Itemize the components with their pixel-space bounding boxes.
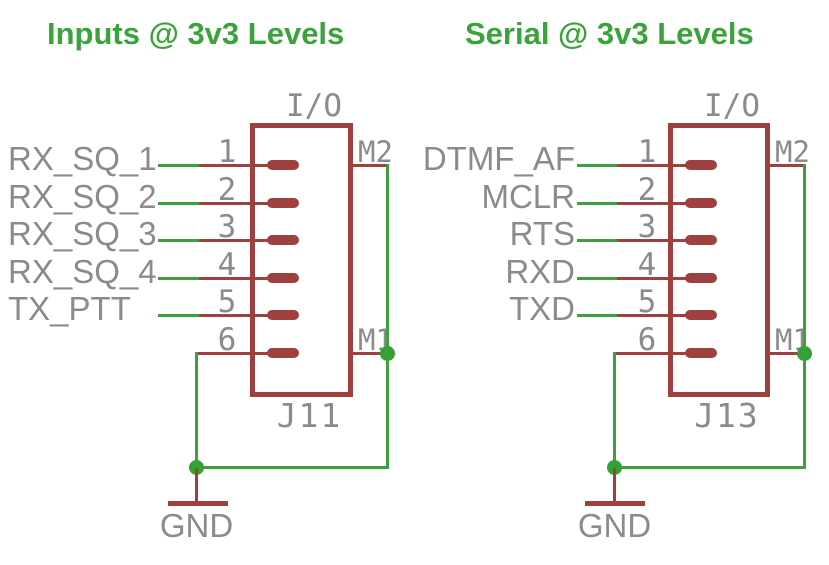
pin-line — [615, 202, 699, 205]
wire-stub — [158, 164, 199, 167]
wire-pin6-vertical — [195, 352, 198, 469]
net-label: TX_PTT — [8, 290, 131, 327]
pin-number: 6 — [217, 322, 237, 358]
connector-body — [250, 123, 353, 397]
pin-pad — [685, 273, 717, 283]
pin-line — [615, 352, 699, 355]
wire-bottom — [195, 466, 389, 469]
net-label: MCLR — [481, 178, 575, 215]
connector-part-name: I/O — [286, 88, 342, 124]
pin-pad — [685, 310, 717, 320]
mounting-pin-line — [770, 164, 806, 167]
pin-pad — [267, 160, 299, 170]
wire-stub — [577, 314, 617, 317]
pin-number: 3 — [637, 209, 657, 245]
pin-pad — [267, 310, 299, 320]
section-title: Inputs @ 3v3 Levels — [47, 16, 345, 51]
pin-line — [197, 277, 281, 280]
wire-stub — [158, 277, 199, 280]
pin-pad — [685, 160, 717, 170]
pin-number: 2 — [637, 172, 657, 208]
pin-line — [615, 239, 699, 242]
connector-part-name: I/O — [704, 88, 760, 124]
section-title: Serial @ 3v3 Levels — [465, 16, 754, 51]
wire-mounting-vertical — [386, 164, 389, 469]
net-label: RX_SQ_1 — [8, 140, 157, 177]
mounting-pin-line — [770, 352, 806, 355]
pin-number: 4 — [217, 247, 237, 283]
pin-pad — [685, 198, 717, 208]
junction-dot — [380, 346, 395, 361]
gnd-bar — [585, 501, 645, 506]
wire-mounting-vertical — [803, 164, 806, 469]
pin-number: 5 — [637, 284, 657, 320]
pin-number: 1 — [217, 134, 237, 170]
pin-number: 4 — [637, 247, 657, 283]
net-label: RX_SQ_4 — [8, 253, 157, 290]
wire-stub — [577, 164, 617, 167]
connector-designator: J13 — [694, 396, 760, 435]
pin-pad — [267, 198, 299, 208]
wire-bottom — [613, 466, 806, 469]
mounting-pin-line — [353, 352, 389, 355]
wire-stub — [577, 202, 617, 205]
net-label: RX_SQ_3 — [8, 215, 157, 252]
net-label: RTS — [509, 215, 575, 252]
pin-line — [615, 164, 699, 167]
mounting-pin-label: M2 — [358, 135, 393, 169]
pin-line — [615, 314, 699, 317]
wire-stub — [158, 202, 199, 205]
gnd-bar — [168, 501, 228, 506]
pin-pad — [267, 348, 299, 358]
junction-dot — [189, 460, 204, 475]
pin-pad — [685, 348, 717, 358]
pin-line — [615, 277, 699, 280]
pin-line — [197, 164, 281, 167]
gnd-label: GND — [159, 507, 234, 544]
connector-designator: J11 — [276, 396, 343, 435]
gnd-label: GND — [577, 507, 652, 544]
pin-pad — [685, 235, 717, 245]
connector-body — [668, 123, 770, 397]
junction-dot — [797, 346, 812, 361]
pin-line — [197, 239, 281, 242]
net-label: RXD — [505, 253, 575, 290]
junction-dot — [607, 460, 622, 475]
wire-stub — [158, 239, 199, 242]
mounting-pin-label: M2 — [775, 135, 810, 169]
pin-number: 1 — [637, 134, 657, 170]
pin-number: 5 — [217, 284, 237, 320]
net-label: RX_SQ_2 — [8, 178, 157, 215]
gnd-stub — [195, 468, 198, 503]
pin-number: 6 — [637, 322, 657, 358]
pin-number: 3 — [217, 209, 237, 245]
pin-line — [197, 352, 281, 355]
wire-stub — [158, 314, 199, 317]
mounting-pin-line — [353, 164, 389, 167]
pin-line — [197, 314, 281, 317]
wire-stub — [577, 277, 617, 280]
pin-pad — [267, 235, 299, 245]
pin-pad — [267, 273, 299, 283]
pin-number: 2 — [217, 172, 237, 208]
net-label: DTMF_AF — [422, 140, 575, 177]
gnd-stub — [613, 468, 616, 503]
wire-stub — [577, 239, 617, 242]
wire-pin6-vertical — [613, 352, 616, 469]
pin-line — [197, 202, 281, 205]
net-label: TXD — [509, 290, 575, 327]
